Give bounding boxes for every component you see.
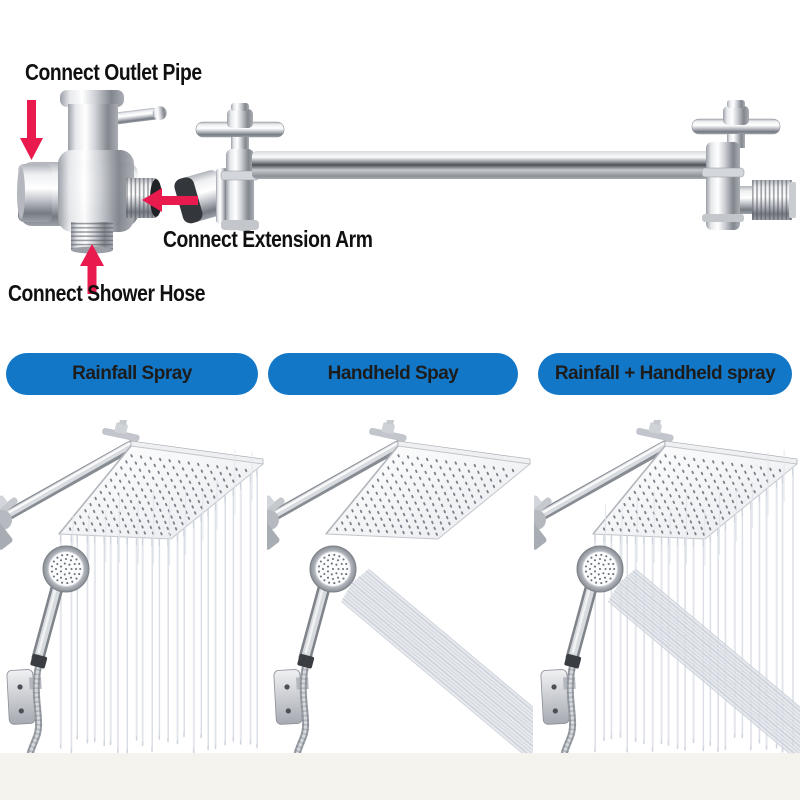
diverter-valve <box>17 90 167 254</box>
handheld-water-streams <box>608 568 800 755</box>
handheld-spray-illustration <box>267 420 533 755</box>
shower-hose-label: Connect Shower Hose <box>8 280 206 306</box>
left-lock-knob <box>195 103 285 151</box>
arm-threaded-connector <box>740 180 796 220</box>
rainfall-shower-head <box>57 440 265 540</box>
panel-rainfall-plus-handheld <box>534 420 800 755</box>
handheld-nozzles <box>584 553 616 585</box>
handheld-shower <box>540 545 624 755</box>
connection-diagram-art <box>17 90 796 294</box>
nozzle-grid <box>335 454 515 536</box>
rainfall-shower-head <box>324 440 532 540</box>
panel-handheld-spray <box>267 420 533 755</box>
handheld-shower <box>273 545 357 755</box>
arm-knob-icon <box>102 420 140 442</box>
handheld-water-streams <box>341 568 533 755</box>
arm-knob-icon <box>636 420 674 442</box>
arrow-up-hose-icon <box>80 244 104 294</box>
outlet-pipe-label: Connect Outlet Pipe <box>25 59 202 85</box>
mode-button-rainfall[interactable]: Rainfall Spray <box>6 353 258 395</box>
arrow-left-extension-icon <box>142 188 198 212</box>
arm-knob-icon <box>369 420 407 442</box>
extension-arm <box>534 420 674 550</box>
floor-band <box>0 753 800 800</box>
arm-rod <box>252 151 710 179</box>
extension-arm <box>174 100 796 231</box>
handheld-nozzles <box>317 553 349 585</box>
panel-rainfall-spray <box>0 420 266 755</box>
extension-arm <box>267 420 407 550</box>
rainfall-plus-handheld-spray-illustration <box>534 420 800 755</box>
rainfall-spray-illustration <box>0 420 265 755</box>
valve-outlet-port <box>18 164 52 222</box>
mode-button-handheld[interactable]: Handheld Spay <box>268 353 518 395</box>
valve-cap <box>60 90 124 107</box>
arrow-down-outlet-icon <box>20 100 43 160</box>
extension-arm <box>0 420 140 550</box>
valve-lever-handle <box>112 106 167 125</box>
handheld-nozzles <box>50 553 82 585</box>
right-lock-knob <box>691 100 781 148</box>
handheld-shower <box>6 545 90 755</box>
nozzle-grid <box>68 454 248 536</box>
extension-arm-label: Connect Extension Arm <box>163 226 373 252</box>
mode-button-rainfall-plus-handheld[interactable]: Rainfall + Handheld spray <box>538 353 792 395</box>
